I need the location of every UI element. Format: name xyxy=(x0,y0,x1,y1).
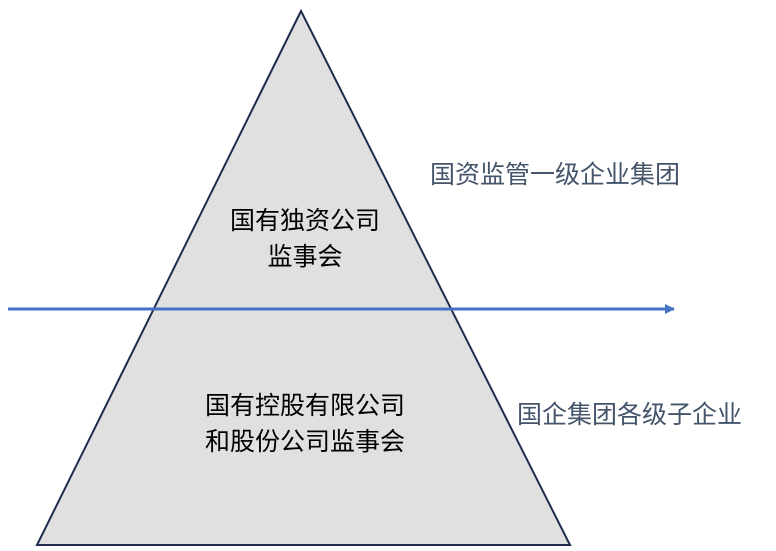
top-section-line-2: 监事会 xyxy=(267,242,343,271)
top-section-line-1: 国有独资公司 xyxy=(229,206,380,235)
bottom-section-line-2: 和股份公司监事会 xyxy=(204,427,405,456)
pyramid-triangle xyxy=(35,8,572,546)
lower-side-label: 国企集团各级子企业 xyxy=(517,400,743,429)
upper-side-label: 国资监管一级企业集团 xyxy=(430,160,681,189)
bottom-section-label: 国有控股有限公司 和股份公司监事会 xyxy=(180,388,430,460)
top-section-label: 国有独资公司 监事会 xyxy=(205,203,405,275)
bottom-section-line-1: 国有控股有限公司 xyxy=(204,391,405,420)
